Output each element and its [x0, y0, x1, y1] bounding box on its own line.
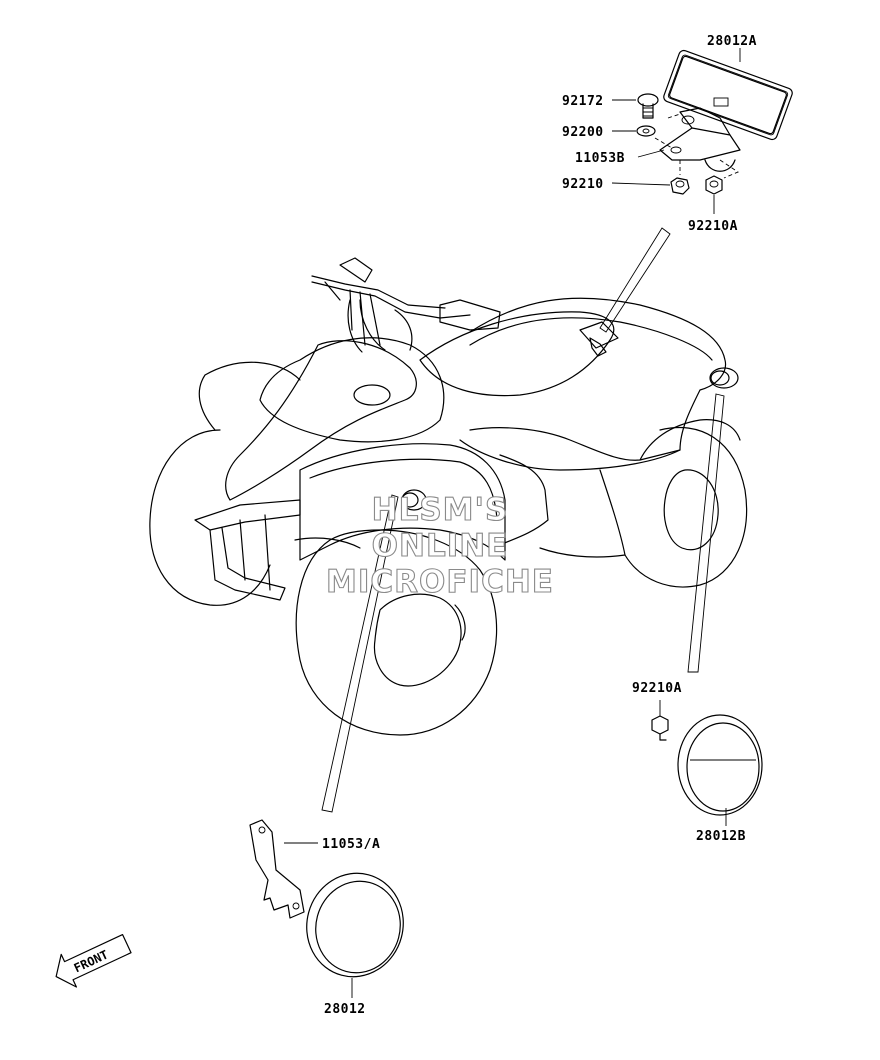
label-28012B: 28012B: [696, 829, 746, 844]
label-92210A-bottom: 92210A: [632, 681, 682, 696]
rear-plate-assembly: [636, 49, 793, 195]
label-11053B: 11053B: [575, 151, 625, 166]
callout-lines: [284, 48, 741, 998]
label-92172: 92172: [562, 94, 604, 109]
front-arrow: FRONT: [55, 933, 132, 988]
watermark-line-3: MICROFICHE: [326, 564, 554, 600]
leader-wedges: [321, 227, 725, 813]
label-28012A: 28012A: [707, 34, 757, 49]
label-92210A-top: 92210A: [688, 219, 738, 234]
watermark-line-2: ONLINE: [372, 528, 509, 564]
watermark: HLSM'S ONLINE MICROFICHE: [325, 491, 554, 600]
label-92200: 92200: [562, 125, 604, 140]
front-reflector-assembly: [249, 819, 404, 978]
on-body-parts: [401, 321, 739, 511]
atv-illustration: [149, 257, 748, 736]
label-11053A: 11053/A: [322, 837, 380, 852]
watermark-line-1: HLSM'S: [372, 492, 509, 528]
label-28012: 28012: [324, 1002, 366, 1017]
rear-reflector-assembly: [651, 714, 763, 816]
label-92210: 92210: [562, 177, 604, 192]
